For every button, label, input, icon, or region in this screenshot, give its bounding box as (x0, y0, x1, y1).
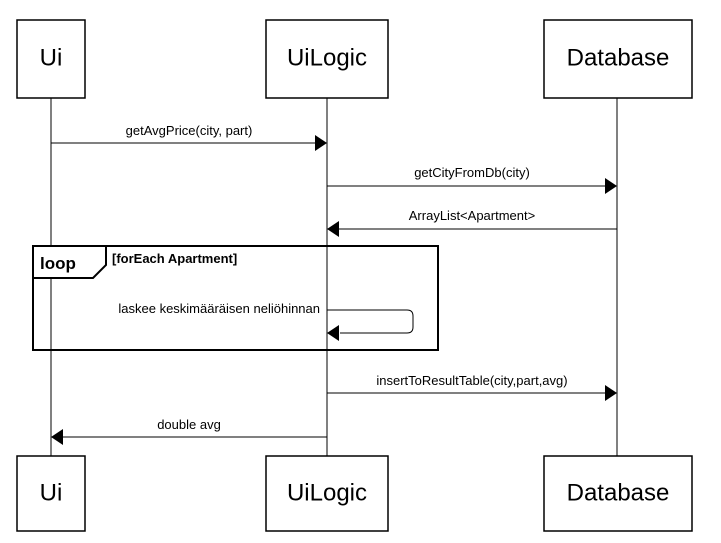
participant-bottom-ui: Ui (16, 455, 86, 532)
message-label: double avg (157, 417, 221, 432)
message-getcityfromdb: getCityFromDb(city) (327, 165, 617, 194)
message-self-call: laskee keskimääräisen neliöhinnan (118, 301, 414, 341)
participant-label: UiLogic (287, 479, 367, 506)
participant-label: UiLogic (287, 44, 367, 71)
message-label: laskee keskimääräisen neliöhinnan (118, 301, 320, 316)
participant-label: Ui (40, 44, 63, 71)
message-label: getCityFromDb(city) (414, 165, 530, 180)
loop-guard: [forEach Apartment] (112, 251, 237, 266)
message-label: insertToResultTable(city,part,avg) (376, 373, 567, 388)
participant-label: Database (567, 44, 670, 71)
message-inserttoresulttable: insertToResultTable(city,part,avg) (327, 373, 617, 401)
participant-label: Ui (40, 479, 63, 506)
message-label: ArrayList<Apartment> (409, 208, 535, 223)
message-double-avg-return: double avg (51, 417, 327, 445)
participant-bottom-uilogic: UiLogic (265, 455, 389, 532)
participant-top-uilogic: UiLogic (265, 19, 389, 99)
message-label: getAvgPrice(city, part) (126, 123, 253, 138)
participant-top-database: Database (543, 19, 693, 99)
participant-top-ui: Ui (16, 19, 86, 99)
loop-fragment: loop [forEach Apartment] (32, 245, 439, 351)
loop-keyword: loop (40, 254, 76, 273)
message-arraylist-return: ArrayList<Apartment> (327, 208, 617, 237)
participant-bottom-database: Database (543, 455, 693, 532)
message-getavgprice: getAvgPrice(city, part) (51, 123, 327, 151)
participant-label: Database (567, 479, 670, 506)
